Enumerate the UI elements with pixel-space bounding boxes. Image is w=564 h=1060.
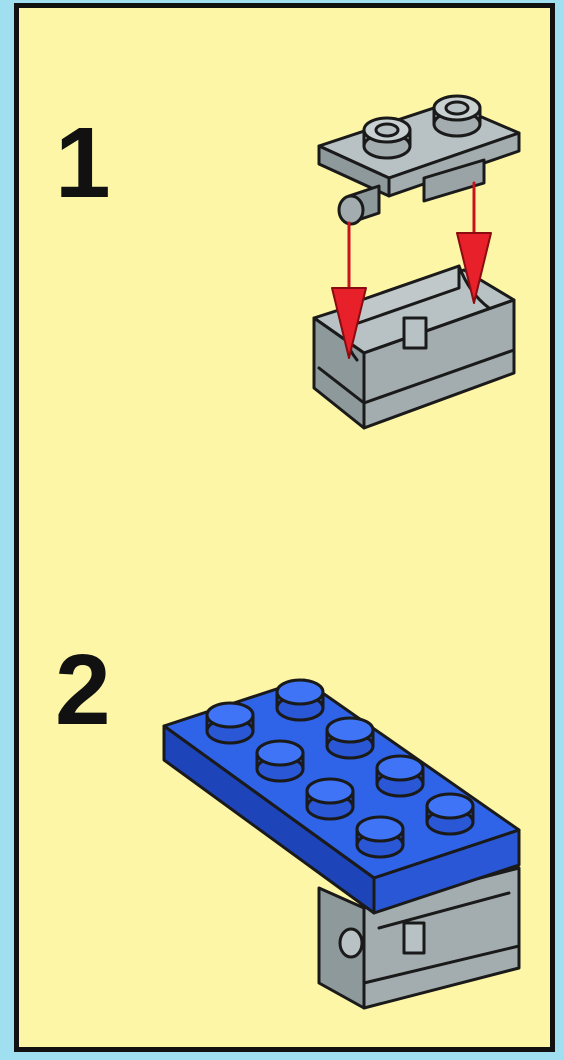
stud (427, 794, 473, 834)
instruction-art (19, 8, 550, 1047)
stud (207, 703, 253, 743)
instruction-page: 1 2 (14, 3, 555, 1052)
stud (357, 817, 403, 857)
stud (277, 680, 323, 720)
stud (257, 741, 303, 781)
gray-1x2-plate-with-handle-icon (319, 96, 519, 224)
stud (327, 718, 373, 758)
stud (307, 779, 353, 819)
stud (377, 756, 423, 796)
